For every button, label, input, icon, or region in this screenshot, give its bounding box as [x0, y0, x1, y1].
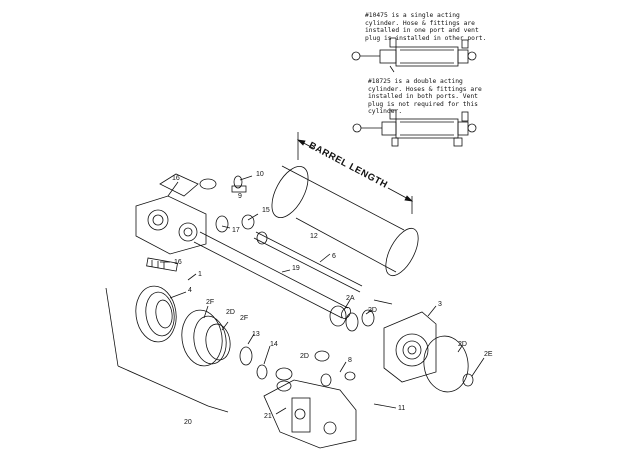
- single-acting-cylinder-inset: [351, 37, 477, 73]
- callout-label: 12: [310, 233, 318, 240]
- piston-assembly: [329, 299, 393, 332]
- callout-label: 2D: [226, 309, 235, 316]
- callout-label: 11: [398, 405, 405, 412]
- callout-label: 10: [256, 171, 264, 178]
- callout-label: 2F: [240, 315, 248, 322]
- callout-label: 3: [438, 301, 442, 308]
- callout-label: 8: [348, 357, 352, 364]
- callout-bracket-20: [105, 287, 229, 413]
- callout-label: 2F: [206, 299, 214, 306]
- callout-label: 2A: [346, 295, 355, 302]
- callout-labels: 16 10 9 15 17 12 6 19 16 1 4 2F 2F 2D 13…: [172, 171, 493, 426]
- callout-label: 9: [238, 193, 242, 200]
- rod-end-cap-assembly: [135, 173, 268, 255]
- callout-label: 4: [188, 287, 192, 294]
- clevis-bracket: [263, 379, 357, 449]
- single-acting-note: #10475 is a single acting cylinder. Hose…: [365, 12, 487, 42]
- callout-label: 14: [270, 341, 278, 348]
- callout-label: 17: [232, 227, 240, 234]
- leader-lines: [160, 175, 485, 415]
- double-acting-note: #18725 is a double acting cylinder. Hose…: [368, 78, 482, 116]
- callout-label: 6: [332, 253, 336, 260]
- callout-label: 2D: [458, 341, 467, 348]
- tie-rod-bolt: [146, 257, 179, 272]
- callout-label: 15: [262, 207, 270, 214]
- callout-label: 21: [264, 413, 272, 420]
- callout-label: 2D: [300, 353, 309, 360]
- blind-end-cap: [383, 311, 474, 393]
- callout-label: 13: [252, 331, 260, 338]
- callout-label: 2E: [484, 351, 493, 358]
- seal-rings: [181, 309, 231, 367]
- barrel-part-12: [271, 165, 419, 277]
- callout-label: 19: [292, 265, 300, 272]
- small-fittings: [239, 346, 356, 387]
- callout-label: 16: [174, 259, 182, 266]
- callout-label: 20: [184, 419, 192, 426]
- piston-rod: [193, 231, 363, 320]
- double-acting-cylinder-inset: [352, 109, 477, 147]
- callout-label: 16: [172, 175, 180, 182]
- barrel-length-dimension: [296, 132, 414, 214]
- rod-wiper-disk: [135, 285, 177, 343]
- callout-label: 2D: [368, 307, 377, 314]
- callout-label: 1: [198, 271, 202, 278]
